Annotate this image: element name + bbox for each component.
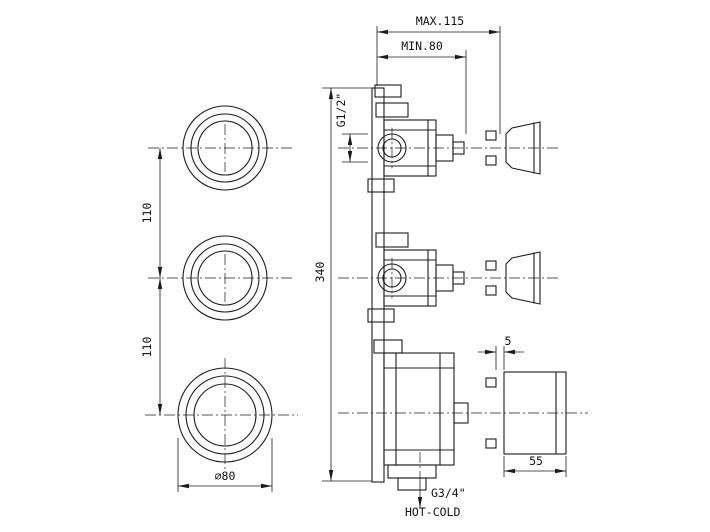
front-view: 110 110 ⌀80 — [140, 105, 298, 492]
dimension-min-depth: MIN.80 — [377, 39, 467, 134]
trim-circle-middle — [182, 235, 268, 321]
trim-circle-top — [182, 105, 268, 191]
dimension-spacing-upper: 110 — [140, 148, 163, 278]
dimension-handle-depth: 55 — [503, 454, 567, 477]
valve-cartridge-top — [367, 102, 465, 193]
inlet-thread-label: G1/2" — [334, 93, 348, 128]
plate-diameter-label: ⌀80 — [215, 469, 236, 483]
spacing-lower-label: 110 — [140, 337, 154, 358]
min-depth-label: MIN.80 — [401, 39, 443, 53]
valve-cartridge-middle — [367, 232, 465, 323]
centerlines-side — [338, 147, 588, 482]
dimension-overall-height: 340 — [313, 87, 372, 482]
mounting-rail — [371, 84, 402, 483]
dimension-plate-gap: 5 — [478, 334, 524, 370]
centerlines-front — [145, 124, 298, 470]
spacing-upper-label: 110 — [140, 203, 154, 224]
outlet-thread-label: G3/4" — [431, 486, 466, 500]
outlet-annotation: G3/4" HOT-COLD — [405, 482, 466, 519]
max-depth-label: MAX.115 — [416, 14, 464, 28]
diverter-valve-bottom — [373, 339, 567, 491]
side-view: MAX.115 MIN.80 G1/2" 340 5 — [313, 14, 588, 519]
dimension-max-depth: MAX.115 — [376, 14, 501, 134]
dimension-plate-diameter: ⌀80 — [177, 438, 273, 492]
handle-depth-label: 55 — [529, 454, 543, 468]
overall-height-label: 340 — [313, 262, 327, 283]
supply-label: HOT-COLD — [405, 505, 460, 519]
trim-circle-bottom — [177, 367, 273, 463]
dimension-spacing-lower: 110 — [140, 278, 163, 415]
plate-gap-label: 5 — [505, 334, 512, 348]
dimension-inlet-thread: G1/2" — [334, 93, 368, 163]
